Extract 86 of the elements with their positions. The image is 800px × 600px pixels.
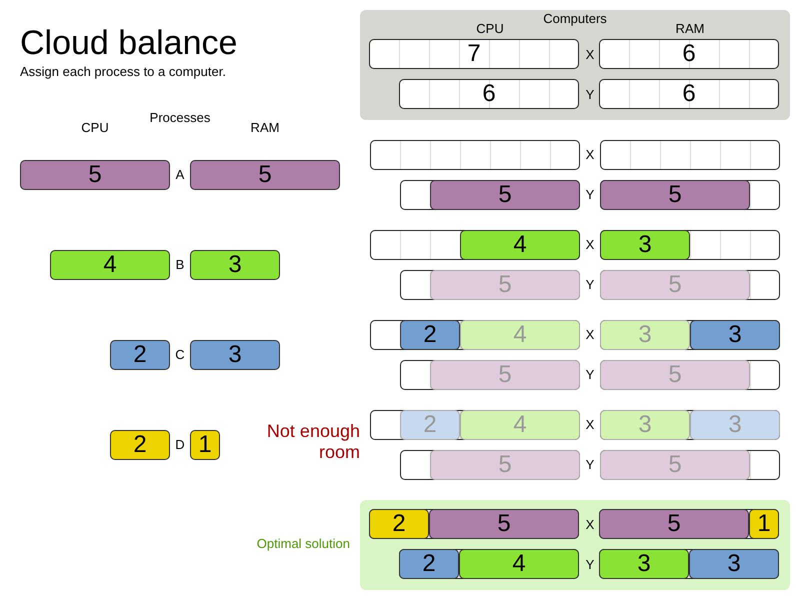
process-block: 5	[600, 180, 750, 210]
row-label: Y	[586, 277, 594, 292]
process-block: 5	[430, 180, 580, 210]
capacity-bar: 6	[599, 39, 779, 69]
row-label: X	[586, 47, 594, 62]
row-label: Y	[586, 557, 594, 572]
row-label: Y	[586, 457, 594, 472]
process-block: 1	[749, 509, 779, 539]
solution-panel	[360, 500, 790, 590]
row-label: A	[176, 167, 184, 182]
capacity-bar	[600, 230, 780, 260]
process-block: 4	[460, 230, 580, 260]
capacity-bar	[370, 410, 580, 440]
row-label: CPU	[476, 21, 504, 36]
process-block: 5	[20, 160, 170, 190]
capacity-bar	[599, 549, 779, 579]
process-block: 3	[600, 230, 690, 260]
row-label: X	[586, 517, 594, 532]
warning-note: Not enough room	[266, 421, 360, 463]
capacity-bar	[370, 140, 580, 170]
process-block: 4	[50, 250, 170, 280]
process-block: 3	[190, 250, 280, 280]
row-label: Assign each process to a computer.	[20, 64, 226, 80]
title: Cloud balance	[20, 24, 238, 63]
computers-panel	[360, 10, 790, 120]
process-block: 4	[459, 549, 579, 579]
capacity-bar	[600, 140, 780, 170]
process-block: 2	[110, 430, 170, 460]
row-label: RAM	[676, 21, 704, 36]
process-block: 2	[399, 549, 459, 579]
capacity-bar	[400, 360, 580, 390]
row-label: B	[176, 257, 184, 272]
process-block: 5	[600, 270, 750, 300]
process-block: 4	[460, 320, 580, 350]
process-block: 5	[190, 160, 340, 190]
row-label: CPU	[81, 120, 109, 136]
process-block: 2	[400, 320, 460, 350]
row-label: D	[175, 437, 185, 452]
row-label: Y	[586, 187, 594, 202]
panel-caption: Optimal solution	[256, 536, 350, 551]
process-block: 3	[690, 320, 780, 350]
process-block: 2	[110, 340, 170, 370]
process-block: 3	[599, 549, 689, 579]
process-block: 2	[369, 509, 429, 539]
row-label: X	[586, 417, 594, 432]
capacity-bar	[400, 180, 580, 210]
process-block: 5	[599, 509, 749, 539]
capacity-bar	[600, 320, 780, 350]
capacity-bar	[370, 320, 580, 350]
row-label: RAM	[250, 120, 280, 136]
process-block: 3	[600, 410, 690, 440]
process-block: 2	[400, 410, 460, 440]
process-block: 5	[600, 360, 750, 390]
process-block: 5	[430, 360, 580, 390]
row-label: Y	[586, 367, 594, 382]
capacity-bar: 6	[399, 79, 579, 109]
process-block: 3	[600, 320, 690, 350]
process-block: 1	[190, 430, 220, 460]
process-block: 5	[430, 450, 580, 480]
process-block: 5	[429, 509, 579, 539]
row-label: Y	[586, 87, 594, 102]
panel-heading: Computers	[543, 11, 607, 26]
capacity-bar	[399, 549, 579, 579]
row-label: X	[586, 327, 594, 342]
row-label: C	[175, 347, 185, 362]
row-label: X	[586, 147, 594, 162]
capacity-bar	[600, 270, 780, 300]
process-block: 5	[430, 270, 580, 300]
capacity-bar: 7	[369, 39, 579, 69]
capacity-bar	[370, 230, 580, 260]
capacity-bar	[600, 360, 780, 390]
capacity-bar	[400, 270, 580, 300]
process-block: 3	[689, 549, 779, 579]
row-label: X	[586, 237, 594, 252]
process-block: 3	[690, 410, 780, 440]
capacity-bar	[600, 410, 780, 440]
capacity-bar	[600, 450, 780, 480]
process-block: 4	[460, 410, 580, 440]
capacity-bar	[600, 180, 780, 210]
capacity-bar	[369, 509, 579, 539]
process-block: 5	[600, 450, 750, 480]
capacity-bar	[599, 509, 779, 539]
capacity-bar: 6	[599, 79, 779, 109]
process-block: 3	[190, 340, 280, 370]
capacity-bar	[400, 450, 580, 480]
row-label: Processes	[150, 110, 210, 126]
